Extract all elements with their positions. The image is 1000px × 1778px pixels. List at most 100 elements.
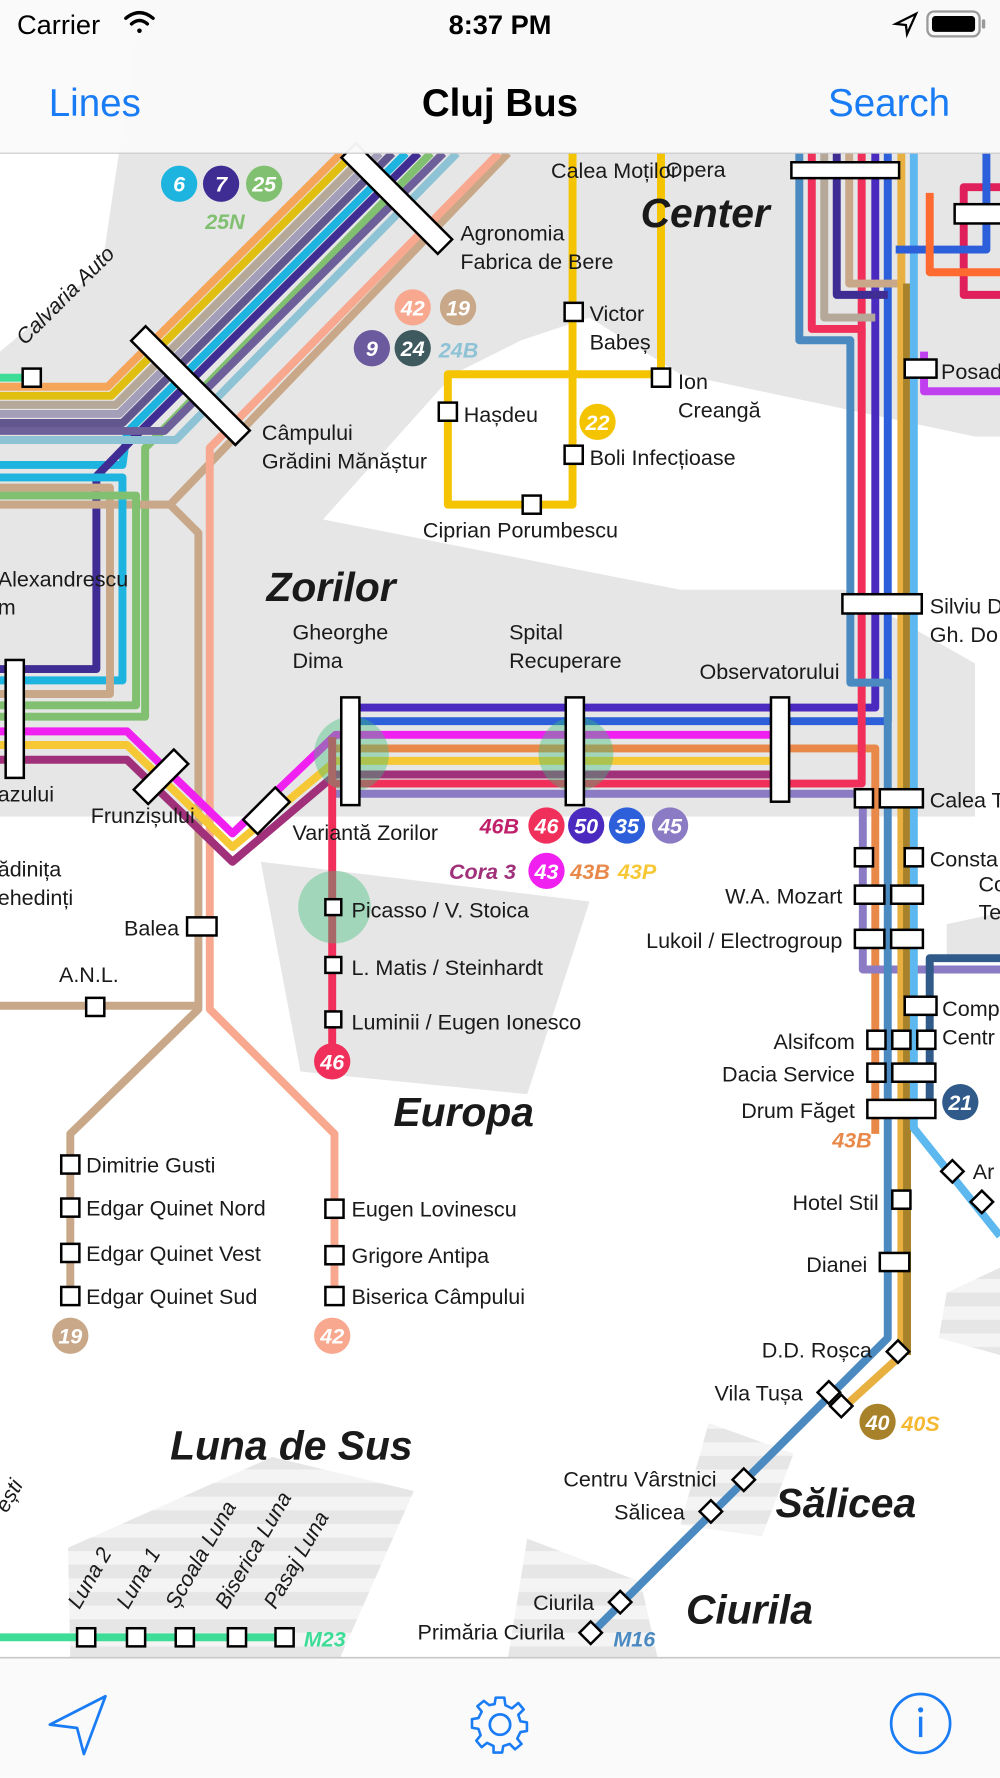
- station-label[interactable]: Ciprian Porumbescu: [423, 519, 618, 543]
- route-texts[interactable]: 25N 24B 46B Cora 3 43B 43P 43B 40S M23 M…: [204, 210, 940, 1651]
- route-badge[interactable]: 46: [314, 1043, 351, 1080]
- station-label[interactable]: Eugen Lovinescu: [351, 1198, 516, 1222]
- station-label[interactable]: Silviu D: [930, 594, 1000, 618]
- station-label[interactable]: Hașdeu: [464, 403, 538, 427]
- route-text[interactable]: 24B: [438, 338, 479, 362]
- route-badge[interactable]: 21: [942, 1084, 979, 1121]
- route-badge[interactable]: 9: [353, 330, 391, 367]
- station-label[interactable]: W.A. Mozart: [725, 885, 842, 909]
- station-label[interactable]: Dianei: [806, 1253, 867, 1277]
- station-label[interactable]: Centr: [942, 1025, 995, 1049]
- station-label[interactable]: Drum Făget: [741, 1099, 855, 1123]
- route-badge-label: 9: [366, 337, 378, 361]
- search-button[interactable]: Search: [828, 82, 950, 125]
- station-label[interactable]: Boli Infecțioase: [590, 446, 736, 470]
- station-label[interactable]: azului: [0, 783, 54, 807]
- station-label[interactable]: Calea Moților: [551, 159, 678, 183]
- route-text[interactable]: 43P: [617, 860, 657, 884]
- station-label[interactable]: Creangă: [678, 398, 761, 422]
- route-badge[interactable]: 46: [528, 807, 565, 844]
- locate-me-button[interactable]: [48, 1694, 107, 1756]
- station-label[interactable]: Balea: [124, 916, 179, 940]
- station-label[interactable]: Victor: [590, 302, 645, 326]
- station-label[interactable]: Dima: [293, 649, 343, 673]
- station-label[interactable]: Consta: [930, 847, 998, 871]
- route-badge[interactable]: 19: [52, 1317, 89, 1354]
- station-label[interactable]: ehedinți: [0, 886, 73, 910]
- route-badge[interactable]: 7: [202, 165, 240, 202]
- settings-button[interactable]: [470, 1696, 529, 1754]
- station-label[interactable]: D.D. Roșca: [762, 1338, 872, 1362]
- station-label[interactable]: L. Matis / Steinhardt: [351, 956, 542, 980]
- station-label[interactable]: Variantă Zorilor: [293, 821, 439, 845]
- lines-button[interactable]: Lines: [49, 82, 141, 125]
- station-label[interactable]: Centru Vârstnici: [563, 1468, 716, 1492]
- station-label[interactable]: Alsifcom: [774, 1030, 855, 1054]
- station-label[interactable]: Posad: [941, 360, 1000, 384]
- station-label[interactable]: Dacia Service: [722, 1063, 855, 1087]
- station-label[interactable]: Spital: [509, 621, 563, 645]
- station-label[interactable]: Lukoil / Electrogroup: [646, 929, 842, 953]
- station-label[interactable]: Ar: [973, 1160, 995, 1184]
- station-label[interactable]: Grigore Antipa: [351, 1244, 489, 1268]
- station-label[interactable]: Gheorghe: [293, 621, 389, 645]
- station-label[interactable]: Grădini Mănăștur: [262, 449, 427, 473]
- station-label[interactable]: Câmpului: [262, 421, 353, 445]
- info-button[interactable]: [889, 1692, 952, 1755]
- route-badge[interactable]: 25: [246, 165, 283, 202]
- route-badge[interactable]: 45: [651, 807, 689, 844]
- station-label[interactable]: Gh. Do: [930, 623, 998, 647]
- route-text[interactable]: 43B: [569, 860, 610, 884]
- station-label[interactable]: A.N.L.: [59, 963, 119, 987]
- station-label[interactable]: Babeș: [590, 330, 651, 354]
- station-labels[interactable]: Calea Moților Agronomia Fabrica de Bere …: [0, 158, 1000, 1645]
- route-badge[interactable]: 42: [314, 1317, 351, 1354]
- station-label[interactable]: Co: [978, 872, 1000, 896]
- station-label[interactable]: Alexandrescu: [0, 567, 128, 591]
- route-text[interactable]: M16: [613, 1627, 656, 1651]
- station-label[interactable]: Hotel Stil: [793, 1191, 879, 1215]
- station-label[interactable]: Picasso / V. Stoica: [351, 898, 529, 922]
- route-badge[interactable]: 22: [579, 403, 616, 441]
- route-badge[interactable]: 35: [608, 807, 646, 844]
- route-badge[interactable]: 43: [528, 852, 565, 889]
- route-badge-label: 50: [574, 814, 598, 838]
- route-badge[interactable]: 19: [439, 289, 477, 326]
- station-label[interactable]: Frunzișului: [91, 804, 195, 828]
- station-label[interactable]: Observatorului: [700, 660, 840, 684]
- station-label[interactable]: ădinița: [0, 858, 61, 882]
- station-label[interactable]: Ciurila: [533, 1591, 594, 1615]
- station-label[interactable]: Comp: [942, 997, 999, 1021]
- route-badge[interactable]: 40: [859, 1403, 896, 1441]
- route-badge[interactable]: 6: [160, 165, 198, 202]
- stops[interactable]: [4, 141, 1000, 1648]
- station-label[interactable]: Dimitrie Gusti: [86, 1153, 215, 1177]
- station-label[interactable]: Vila Tușa: [715, 1381, 803, 1405]
- station-label[interactable]: Opera: [666, 158, 726, 182]
- route-text[interactable]: 25N: [204, 210, 245, 234]
- station-label[interactable]: Sălicea: [614, 1500, 685, 1524]
- station-label[interactable]: Ion: [678, 370, 708, 394]
- route-text[interactable]: M23: [304, 1627, 346, 1651]
- station-label[interactable]: Luminii / Eugen Ionesco: [351, 1011, 581, 1035]
- route-text[interactable]: 43B: [831, 1129, 872, 1153]
- station-label[interactable]: Recuperare: [509, 649, 622, 673]
- station-label[interactable]: Biserica Câmpului: [351, 1285, 525, 1309]
- station-label[interactable]: Agronomia: [460, 221, 564, 245]
- station-label[interactable]: Te: [978, 901, 1000, 925]
- route-text[interactable]: 40S: [900, 1412, 940, 1436]
- station-label[interactable]: m: [0, 596, 16, 620]
- station-label[interactable]: Calea T: [930, 788, 1000, 812]
- station-label[interactable]: Edgar Quinet Nord: [86, 1197, 266, 1221]
- route-badge[interactable]: 50: [568, 807, 605, 844]
- route-text[interactable]: 46B: [479, 814, 519, 838]
- route-text[interactable]: Cora 3: [449, 860, 516, 884]
- route-badge[interactable]: 24: [394, 330, 431, 367]
- station-label[interactable]: Edgar Quinet Vest: [86, 1242, 261, 1266]
- station-label[interactable]: Fabrica de Bere: [460, 250, 613, 274]
- station-label[interactable]: Edgar Quinet Sud: [86, 1285, 257, 1309]
- route-badge[interactable]: 42: [394, 289, 431, 326]
- station-label[interactable]: Primăria Ciurila: [417, 1621, 564, 1645]
